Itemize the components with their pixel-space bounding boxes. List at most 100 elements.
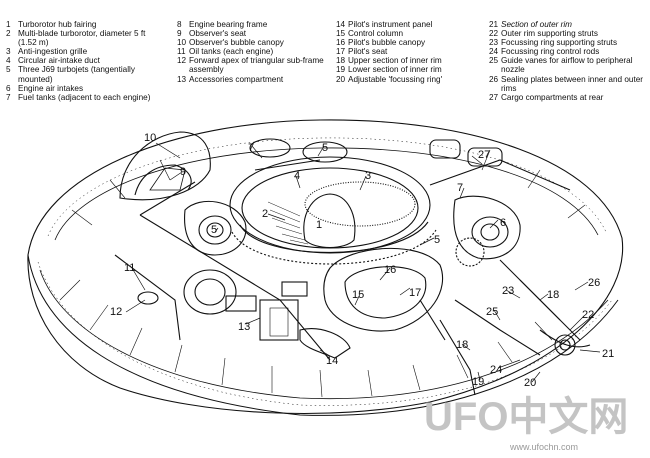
legend-label: Forward apex of triangular sub-frame ass… (189, 56, 324, 75)
legend-label: Engine air intakes (18, 83, 84, 93)
outer-rim-lower-edge (27, 254, 619, 416)
callout-17: 17 (409, 287, 421, 299)
legend-label: Focussing ring control rods (501, 47, 600, 57)
legend-label: Three J69 turbojets (tangentially mounte… (18, 65, 135, 84)
legend-label: Adjustable 'focussing ring' (348, 74, 443, 84)
callout-15: 15 (352, 289, 364, 301)
watermark: UFO中文网 www.ufochn.com (424, 395, 628, 452)
callout-5b: 5 (211, 224, 217, 236)
legend-label: Sealing plates between inner and outer r… (501, 74, 644, 93)
callout-25: 25 (486, 306, 498, 318)
legend-label: Upper section of inner rim (348, 56, 442, 66)
watermark-url: www.ufochn.com (509, 442, 578, 452)
legend-label: Pilot's seat (348, 47, 388, 57)
callout-10: 10 (144, 132, 156, 144)
callout-24: 24 (490, 364, 502, 376)
callout-13: 13 (238, 321, 250, 333)
callout-14: 14 (326, 355, 338, 367)
legend-column-1: 1 Turborotor hub fairing 2 Multi-blade turb… (6, 20, 156, 102)
legend-item: 6 Engine air intakes (6, 84, 156, 93)
observer-canopy (119, 131, 211, 201)
legend-number: 5 (6, 65, 11, 75)
legend-label: Oil tanks (each engine) (189, 47, 274, 57)
callout-12: 12 (110, 306, 122, 318)
legend-number: 3 (6, 47, 11, 57)
legend-number: 25 (489, 56, 499, 66)
legend-number: 24 (489, 47, 499, 57)
legend-label: Engine bearing frame (189, 20, 268, 29)
callout-18b: 18 (456, 339, 468, 351)
legend-number: 27 (489, 92, 499, 102)
legend-label: Accessories compartment (189, 74, 284, 84)
legend-number: 23 (489, 38, 499, 48)
callout-21: 21 (602, 348, 614, 360)
legend-number: 20 (336, 74, 346, 84)
legend-label: Observer's seat (189, 29, 247, 39)
legend-label: Observer's bubble canopy (189, 38, 284, 48)
legend-label: Pilot's bubble canopy (348, 38, 426, 48)
legend-item: 2 Multi-blade turborotor, diameter 5 ft (… (6, 29, 156, 47)
legend-label: Multi-blade turborotor, diameter 5 ft (1… (18, 29, 146, 48)
legend-label: Fuel tanks (adjacent to each engine) (18, 92, 151, 102)
callout-7b: 7 (457, 182, 463, 194)
legend-number: 17 (336, 47, 346, 57)
callout-22: 22 (582, 309, 594, 321)
legend-number: 6 (6, 83, 11, 93)
callout-7: 7 (248, 142, 254, 154)
left-engine (184, 201, 247, 256)
legend-number: 21 (489, 20, 499, 29)
legend-number: 14 (336, 20, 346, 29)
legend-label: Section of outer rim (501, 20, 572, 29)
legend-number: 11 (177, 47, 186, 57)
legend-label: Turborotor hub fairing (18, 20, 97, 29)
pilot-canopy (323, 247, 444, 332)
right-engine (453, 195, 521, 260)
legend-number: 2 (6, 29, 11, 39)
hub-fairing (303, 193, 356, 249)
callout-16: 16 (384, 264, 396, 276)
legend-label: Focussing ring supporting struts (501, 38, 618, 48)
legend-label: Lower section of inner rim (348, 65, 442, 75)
legend-number: 26 (489, 74, 499, 84)
callout-26: 26 (588, 277, 600, 289)
legend-number: 1 (6, 20, 11, 29)
engine-air-intake (183, 269, 237, 315)
legend-label: Circular air-intake duct (18, 56, 100, 66)
legend-number: 4 (6, 56, 11, 66)
anti-ingestion-grille (304, 181, 416, 227)
legend-number: 10 (177, 38, 187, 48)
legend-label: Outer rim supporting struts (501, 29, 598, 39)
legend-number: 22 (489, 29, 499, 39)
callout-18: 18 (547, 289, 559, 301)
callout-4: 4 (294, 170, 300, 182)
legend-number: 13 (177, 74, 187, 84)
callout-23: 23 (502, 285, 514, 297)
legend-item: 1 Turborotor hub fairing (6, 20, 156, 29)
callout-1: 1 (316, 219, 322, 231)
legend-number: 19 (336, 65, 346, 75)
callout-5c: 5 (434, 234, 440, 246)
legend-label: Control column (348, 29, 404, 39)
callout-5: 5 (322, 142, 328, 154)
legend-item: 5 Three J69 turbojets (tangentially mount… (6, 65, 156, 83)
callout-6: 6 (500, 217, 506, 229)
